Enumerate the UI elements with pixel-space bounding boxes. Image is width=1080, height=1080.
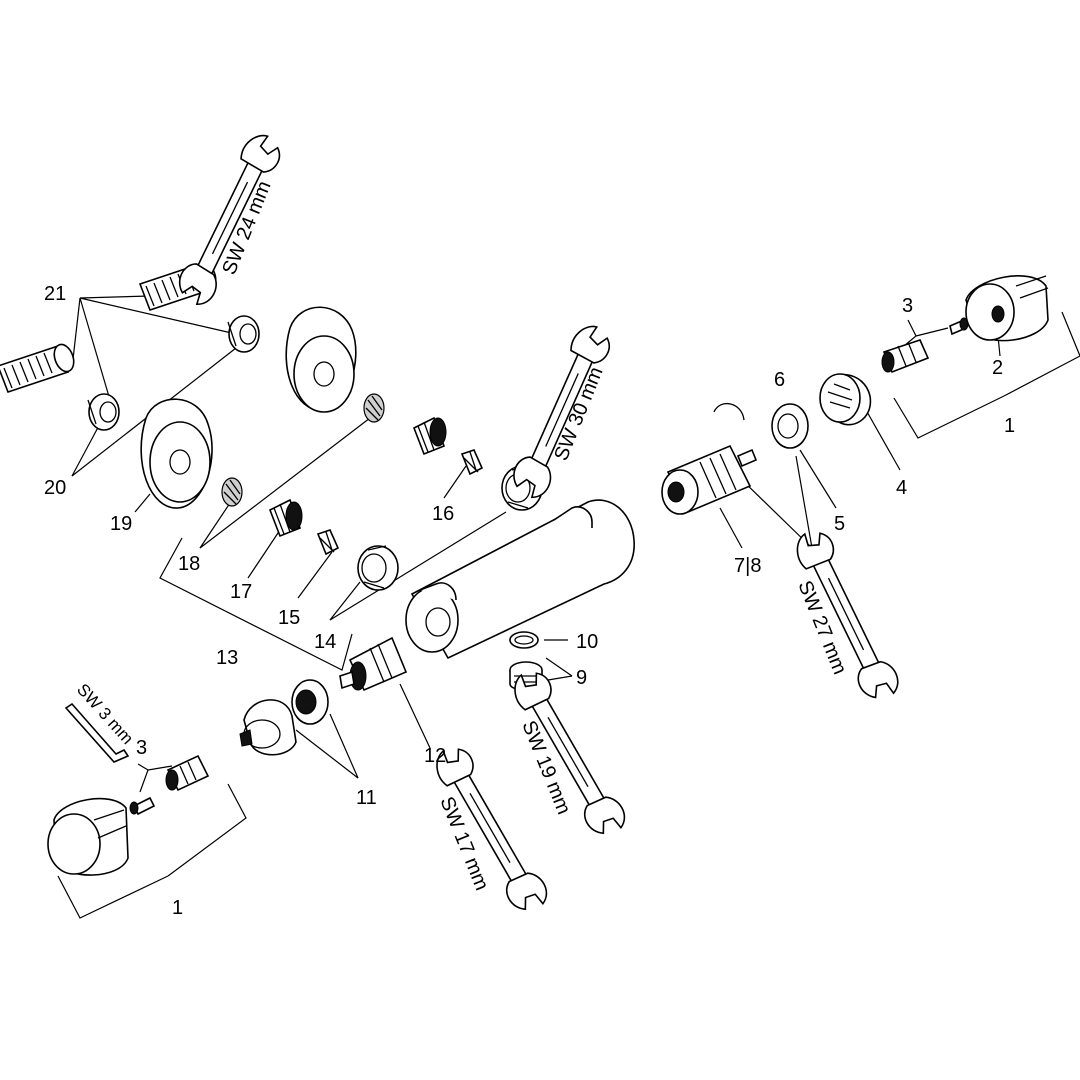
- stop-ring: [771, 403, 809, 449]
- label-14: 14: [314, 631, 336, 653]
- label-19: 19: [110, 513, 132, 535]
- label-5: 5: [834, 513, 845, 535]
- part-labels: 21 20 19 18 17 15 14 13 16 12 11 10 9 3 …: [44, 283, 1015, 919]
- retaining-clip: [713, 402, 745, 421]
- label-6: 6: [774, 369, 785, 391]
- cover-rosette-lower: [140, 398, 213, 509]
- check-valve-insert-lower: [316, 529, 340, 556]
- screw-right: [949, 317, 969, 336]
- label-12: 12: [424, 745, 446, 767]
- handle-left: [47, 797, 129, 876]
- leader-lines: [57, 295, 1080, 919]
- allen-key-icon: [64, 702, 130, 763]
- label-3-left: 3: [136, 737, 147, 759]
- threaded-connector-lower: [0, 340, 79, 393]
- label-20: 20: [44, 477, 66, 499]
- label-3-right: 3: [902, 295, 913, 317]
- o-ring: [509, 631, 539, 649]
- union-nut-lower: [357, 545, 399, 591]
- adapter-ring: [291, 679, 329, 725]
- eccentric-fitting-lower: [87, 393, 120, 431]
- open-end-wrench-icon: [506, 319, 617, 503]
- flow-cartridge: [339, 636, 408, 692]
- label-1-right: 1: [1004, 415, 1015, 437]
- extension-spindle-right: [881, 339, 930, 374]
- thermostatic-cartridge: [661, 444, 758, 515]
- eccentric-fitting-upper: [227, 315, 260, 353]
- label-17: 17: [230, 581, 252, 603]
- handle-right: [965, 275, 1049, 342]
- label-2: 2: [992, 357, 1003, 379]
- open-end-wrench-icon: [171, 127, 288, 310]
- label-15: 15: [278, 607, 300, 629]
- check-valve-insert-upper: [460, 449, 484, 476]
- label-18: 18: [178, 553, 200, 575]
- thermostat-body: [405, 499, 635, 660]
- label-13: 13: [216, 647, 238, 669]
- temperature-stop: [819, 373, 872, 426]
- handle-adapter: [239, 699, 297, 756]
- strainer-lower: [221, 477, 243, 507]
- check-valve-body-lower: [268, 498, 303, 538]
- strainer-upper: [363, 393, 385, 423]
- cover-rosette-upper: [285, 306, 357, 413]
- wrench-size-3: SW 3 mm: [73, 680, 137, 748]
- label-4: 4: [896, 477, 907, 499]
- label-1-left: 1: [172, 897, 183, 919]
- label-16: 16: [432, 503, 454, 525]
- label-9: 9: [576, 667, 587, 689]
- label-10: 10: [576, 631, 598, 653]
- label-11: 11: [356, 787, 377, 809]
- check-valve-body-upper: [412, 416, 447, 456]
- screw-left: [129, 796, 156, 816]
- label-21: 21: [44, 283, 66, 305]
- open-end-wrench-icon: [505, 663, 632, 842]
- label-7-8: 7|8: [734, 555, 761, 577]
- extension-spindle-left: [165, 754, 210, 792]
